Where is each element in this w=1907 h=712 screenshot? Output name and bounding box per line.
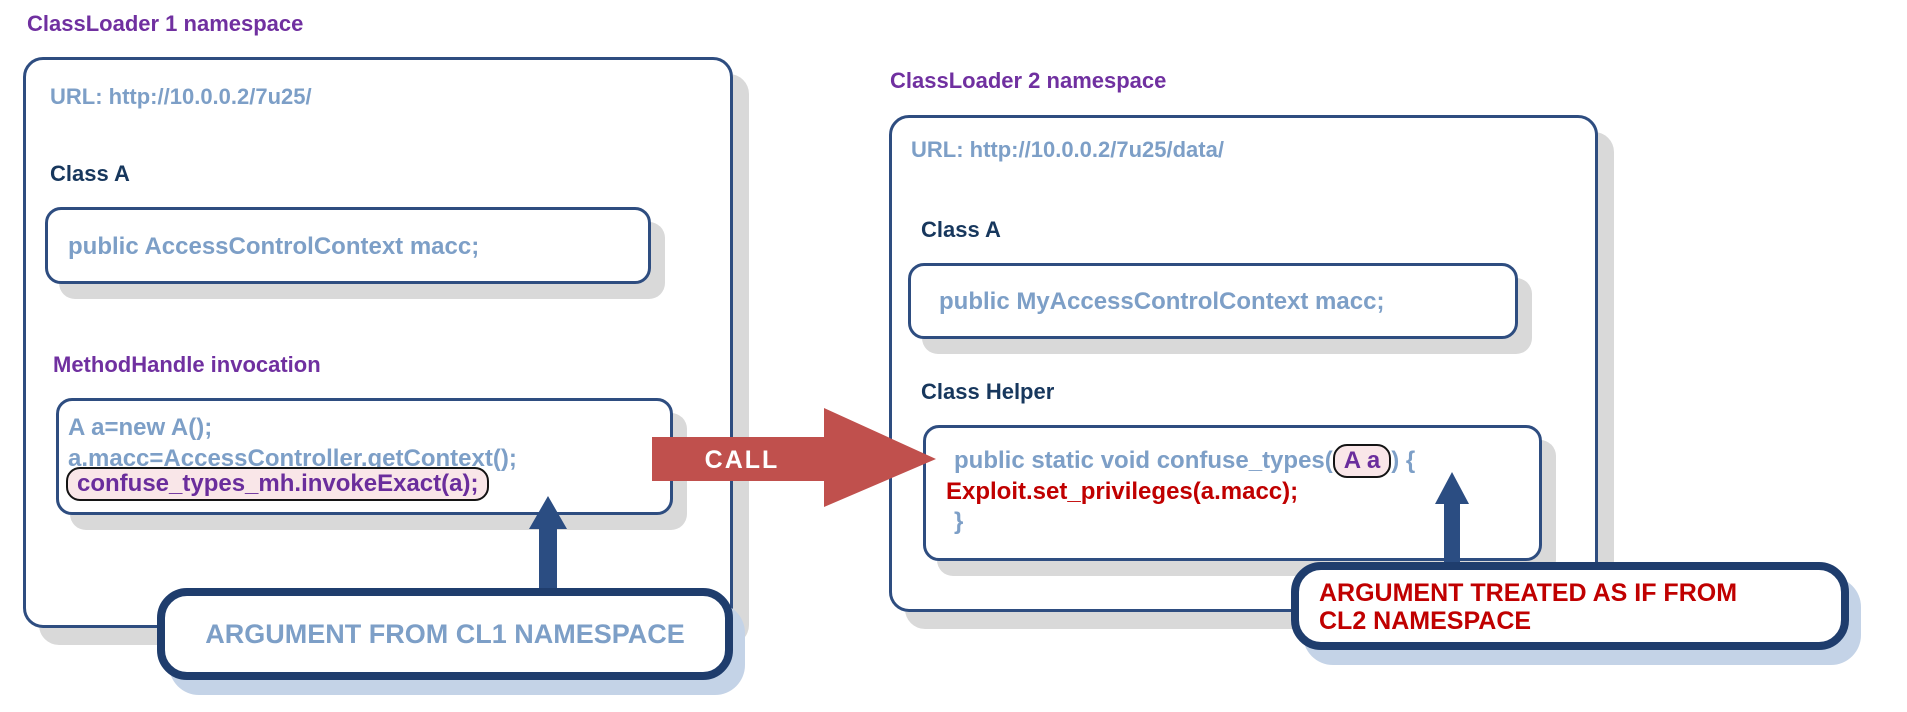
argument-type-highlight: A a: [1332, 444, 1392, 478]
classloader2-class-a-label: Class A: [921, 217, 1001, 242]
classloader2-url: URL: http://10.0.0.2/7u25/data/: [911, 137, 1224, 162]
helper-signature-line: public static void confuse_types(A a) {: [954, 444, 1415, 478]
helper-exploit-line: Exploit.set_privileges(a.macc);: [946, 478, 1299, 505]
class-helper-label: Class Helper: [921, 379, 1055, 404]
helper-closing-brace: }: [954, 508, 964, 535]
methodhandle-code-box: A a=new A(); a.macc=AccessController.get…: [56, 398, 673, 515]
invoke-exact-highlight: confuse_types_mh.invokeExact(a);: [66, 467, 490, 501]
cl2-annotation-line1: ARGUMENT TREATED AS IF FROM: [1319, 579, 1738, 607]
classloader2-title: ClassLoader 2 namespace: [890, 68, 1167, 93]
classloader2-namespace-box: URL: http://10.0.0.2/7u25/data/ Class A …: [889, 115, 1598, 612]
cl1-argument-annotation-text: ARGUMENT FROM CL1 NAMESPACE: [205, 618, 685, 649]
methodhandle-invocation-label: MethodHandle invocation: [53, 352, 321, 377]
cl2-argument-annotation: ARGUMENT TREATED AS IF FROM CL2 NAMESPAC…: [1291, 562, 1849, 650]
classloader1-class-a-box: public AccessControlContext macc;: [45, 207, 651, 284]
classloader1-title: ClassLoader 1 namespace: [27, 11, 304, 36]
helper-signature-suffix: ) {: [1391, 447, 1416, 474]
helper-signature-prefix: public static void confuse_types(: [954, 447, 1333, 474]
classloader1-url: URL: http://10.0.0.2/7u25/: [50, 84, 312, 109]
cl2-annotation-line2: CL2 NAMESPACE: [1319, 607, 1532, 635]
classloader1-namespace-box: URL: http://10.0.0.2/7u25/ Class A publi…: [23, 57, 733, 628]
class-helper-box: public static void confuse_types(A a) { …: [923, 425, 1542, 561]
code-line-new-a: A a=new A();: [68, 414, 213, 441]
classloader1-class-a-code: public AccessControlContext macc;: [68, 233, 480, 260]
cl1-argument-annotation: ARGUMENT FROM CL1 NAMESPACE: [157, 588, 733, 680]
classloader2-class-a-code: public MyAccessControlContext macc;: [939, 288, 1385, 315]
code-line-invoke-exact: confuse_types_mh.invokeExact(a);: [66, 467, 490, 501]
classloader2-class-a-box: public MyAccessControlContext macc;: [908, 263, 1518, 339]
cl2-argument-annotation-text: ARGUMENT TREATED AS IF FROM CL2 NAMESPAC…: [1299, 570, 1841, 635]
classloader1-class-a-label: Class A: [50, 161, 130, 186]
